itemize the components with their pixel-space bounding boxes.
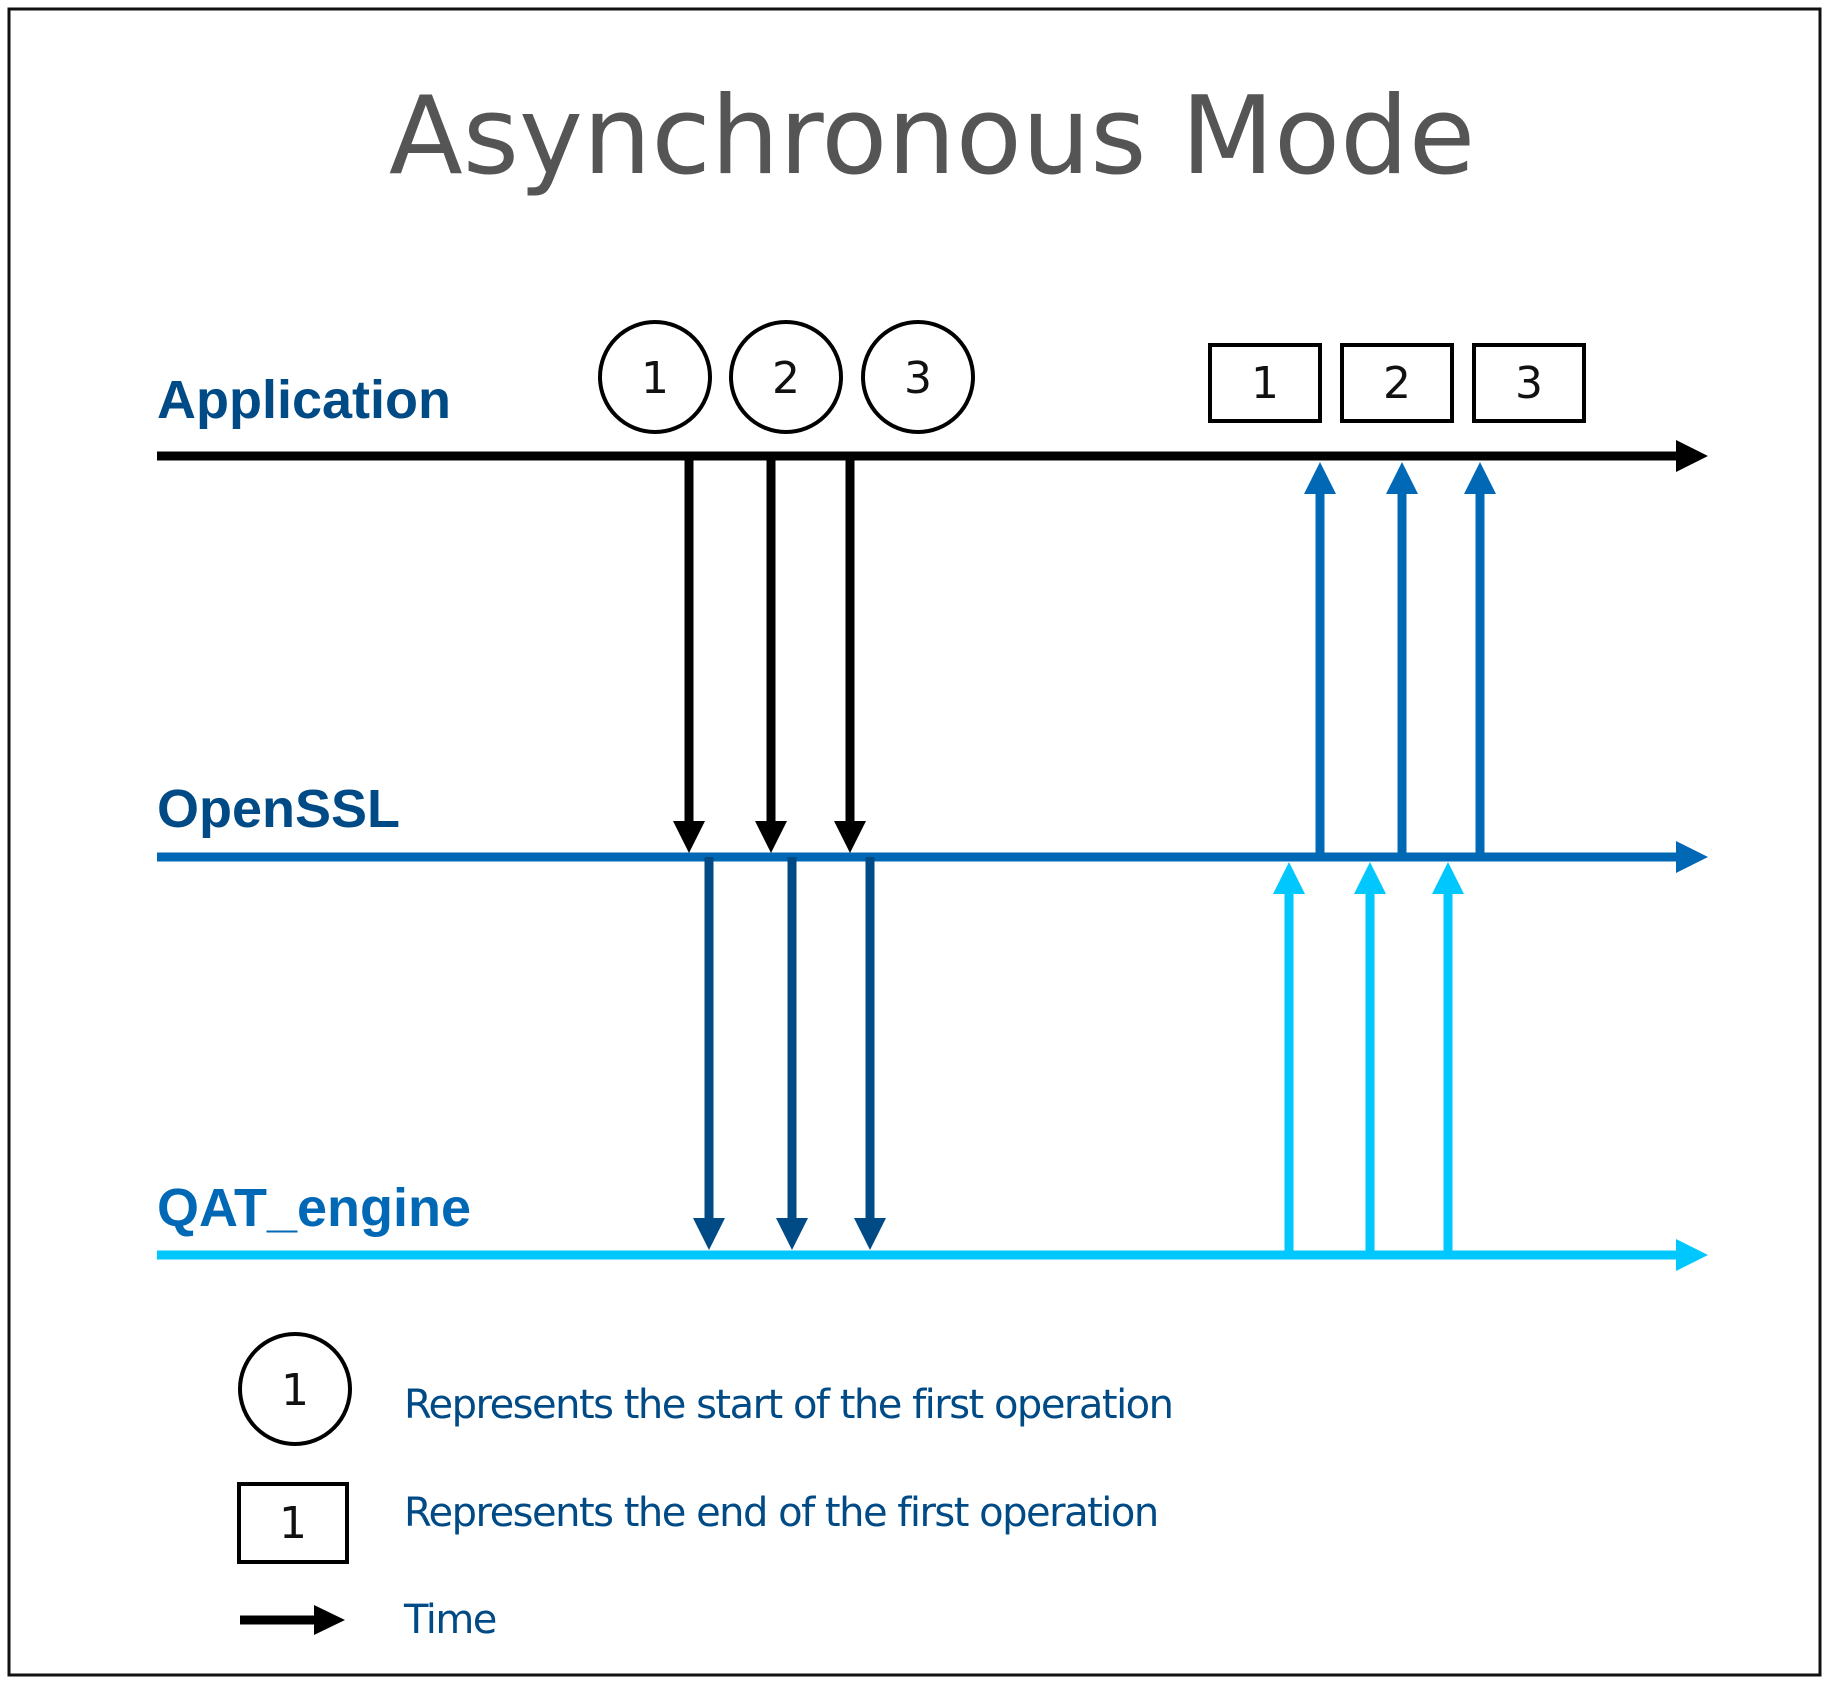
arrow-qat-to-openssl-2 bbox=[1354, 862, 1386, 1255]
lane-label-application: Application bbox=[157, 370, 451, 430]
legend-end-text: Represents the end of the first operatio… bbox=[404, 1490, 1158, 1536]
start-marker-2: 2 bbox=[729, 320, 843, 434]
arrow-openssl-to-qat-2 bbox=[776, 857, 808, 1250]
start-marker-3: 3 bbox=[861, 320, 975, 434]
svg-text:3: 3 bbox=[904, 353, 932, 404]
legend: 1 Represents the start of the first oper… bbox=[237, 1332, 1174, 1643]
page-title: Asynchronous Mode bbox=[389, 74, 1475, 199]
arrow-openssl-to-app-1 bbox=[1304, 462, 1336, 857]
legend-square-symbol bbox=[237, 1482, 349, 1564]
arrow-openssl-to-qat-3 bbox=[854, 857, 886, 1250]
legend-start-item: 1 Represents the start of the first oper… bbox=[238, 1332, 1174, 1446]
svg-text:3: 3 bbox=[1515, 358, 1543, 409]
end-marker-1: 1 bbox=[1208, 343, 1322, 423]
legend-start-text: Represents the start of the first operat… bbox=[404, 1382, 1173, 1428]
arrow-qat-to-openssl-1 bbox=[1273, 862, 1305, 1255]
legend-time-item: Time bbox=[240, 1597, 497, 1643]
legend-circle-number: 1 bbox=[281, 1365, 309, 1416]
timeline-qat-engine bbox=[157, 1239, 1708, 1271]
arrow-qat-to-openssl-3 bbox=[1432, 862, 1464, 1255]
arrow-app-to-openssl-2 bbox=[755, 456, 787, 853]
timeline-openssl bbox=[157, 841, 1708, 873]
svg-text:2: 2 bbox=[1383, 358, 1411, 409]
arrow-openssl-to-app-3 bbox=[1464, 462, 1496, 857]
arrow-app-to-openssl-1 bbox=[673, 456, 705, 853]
arrow-openssl-to-app-2 bbox=[1386, 462, 1418, 857]
start-marker-1: 1 bbox=[598, 320, 712, 434]
timeline-application bbox=[157, 440, 1708, 472]
legend-end-item: 1 Represents the end of the first operat… bbox=[237, 1482, 1159, 1564]
end-marker-3: 3 bbox=[1472, 343, 1586, 423]
legend-circle-symbol bbox=[238, 1332, 352, 1446]
legend-square-number: 1 bbox=[279, 1498, 307, 1549]
arrow-app-to-openssl-3 bbox=[834, 456, 866, 853]
lane-label-openssl: OpenSSL bbox=[157, 779, 400, 839]
svg-text:1: 1 bbox=[1251, 358, 1279, 409]
svg-text:1: 1 bbox=[641, 353, 669, 404]
lane-label-qat-engine: QAT_engine bbox=[157, 1178, 471, 1238]
arrow-openssl-to-qat-1 bbox=[693, 857, 725, 1250]
legend-time-text: Time bbox=[403, 1597, 496, 1643]
svg-text:2: 2 bbox=[772, 353, 800, 404]
frame-border bbox=[7, 7, 1822, 1677]
end-marker-2: 2 bbox=[1340, 343, 1454, 423]
legend-time-arrowhead bbox=[314, 1605, 345, 1635]
